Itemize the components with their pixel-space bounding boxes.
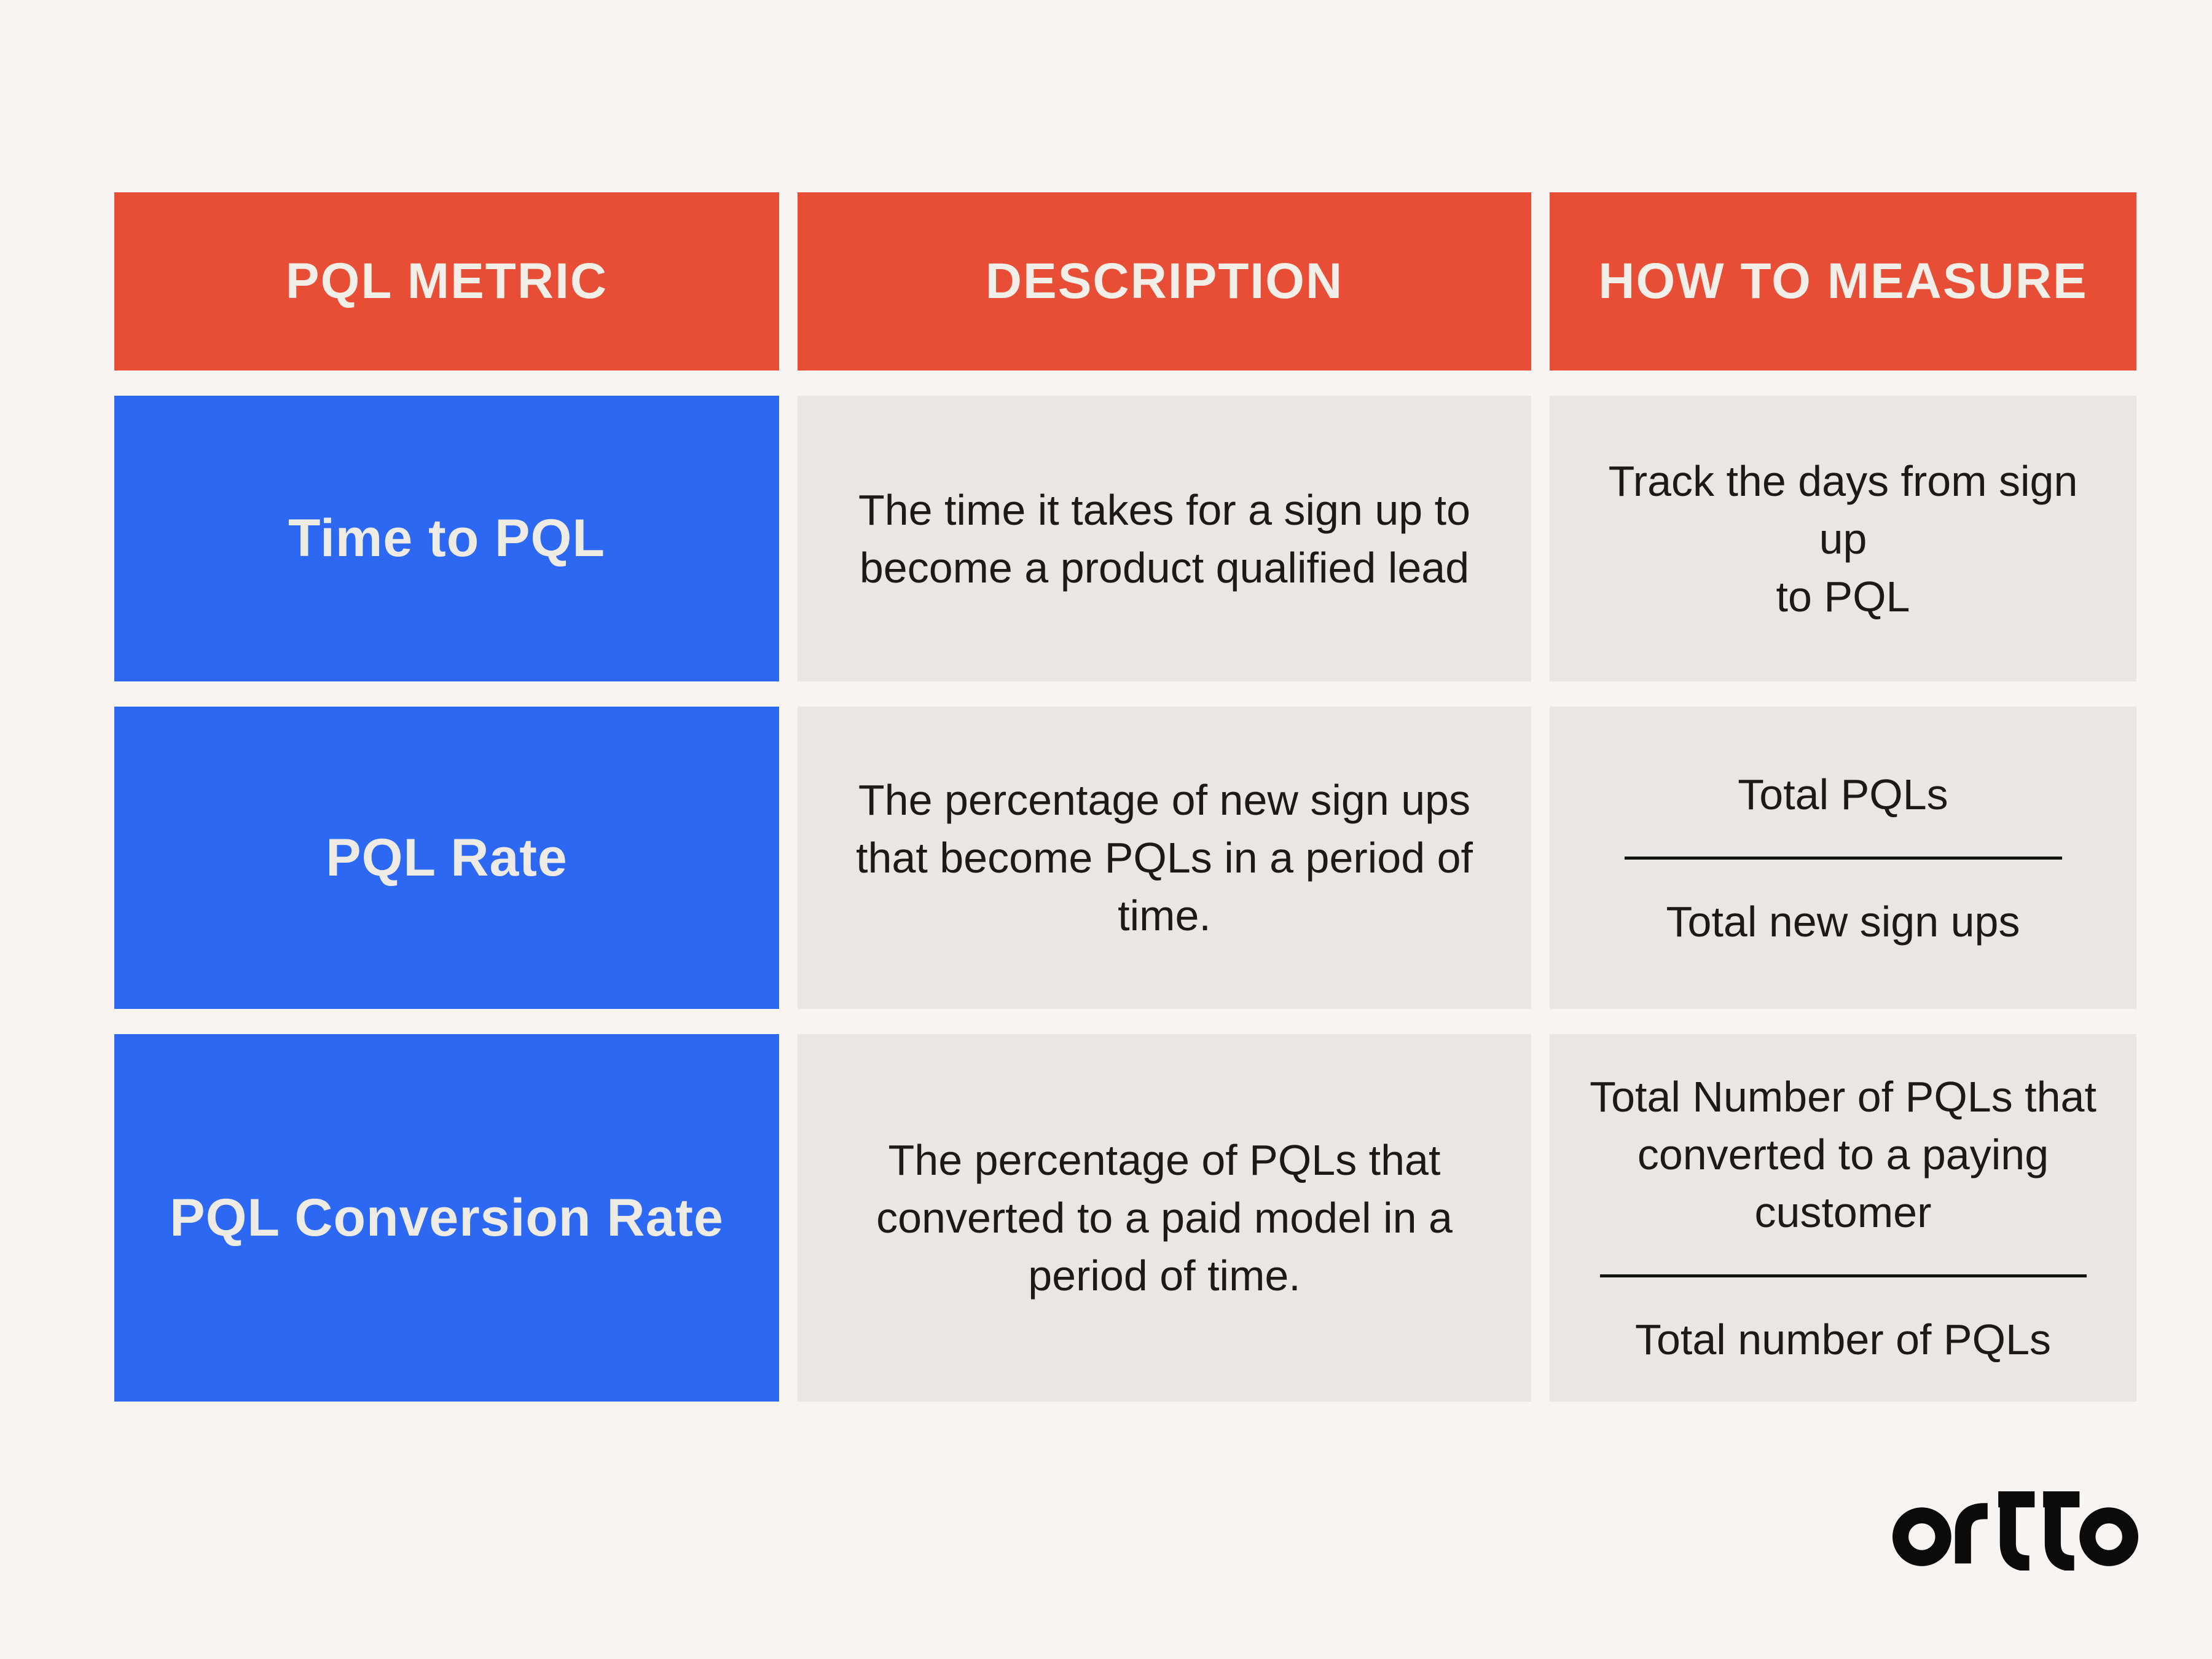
measure-cell-pql-rate: Total PQLs Total new sign ups xyxy=(1550,707,2136,1009)
measure-text: Track the days from sign up to PQL xyxy=(1608,457,2078,621)
metric-cell-pql-rate: PQL Rate xyxy=(114,707,779,1009)
ortto-logo-r xyxy=(1955,1503,1988,1564)
description-cell-pql-conversion-rate: The percentage of PQLs that converted to… xyxy=(798,1034,1531,1402)
metric-cell-time-to-pql: Time to PQL xyxy=(114,396,779,681)
metric-cell-pql-conversion-rate: PQL Conversion Rate xyxy=(114,1034,779,1402)
fraction-numerator: Total Number of PQLs that converted to a… xyxy=(1590,1072,2096,1236)
ortto-logo-o1 xyxy=(1892,1507,1951,1566)
measure-cell-pql-conversion-rate: Total Number of PQLs that converted to a… xyxy=(1550,1034,2136,1402)
description-cell-pql-rate: The percentage of new sign ups that beco… xyxy=(798,707,1531,1009)
description-text: The time it takes for a sign up to becom… xyxy=(858,485,1471,592)
header-how-to-measure: HOW TO MEASURE xyxy=(1550,192,2136,371)
description-cell-time-to-pql: The time it takes for a sign up to becom… xyxy=(798,396,1531,681)
description-text: The percentage of new sign ups that beco… xyxy=(856,776,1473,939)
fraction-numerator: Total PQLs xyxy=(1738,770,1948,818)
fraction-denominator: Total new sign ups xyxy=(1666,897,2020,946)
header-description-label: DESCRIPTION xyxy=(985,253,1344,309)
description-text: The percentage of PQLs that converted to… xyxy=(876,1136,1453,1300)
ortto-logo-o2 xyxy=(2079,1507,2138,1566)
header-pql-metric-label: PQL METRIC xyxy=(285,253,608,309)
metric-label: PQL Conversion Rate xyxy=(170,1188,724,1247)
header-description: DESCRIPTION xyxy=(798,192,1531,371)
fraction-denominator: Total number of PQLs xyxy=(1635,1315,2051,1363)
fraction-divider-line xyxy=(1599,1274,2087,1277)
ortto-logo-t2-stem xyxy=(2044,1499,2075,1571)
ortto-logo-t1-stem xyxy=(1999,1499,2030,1571)
metric-label: PQL Rate xyxy=(326,828,568,887)
pql-metrics-table: PQL METRIC DESCRIPTION HOW TO MEASURE Ti… xyxy=(114,192,2136,1402)
ortto-logo xyxy=(1892,1491,2138,1571)
metric-label: Time to PQL xyxy=(288,509,605,568)
fraction-divider-line xyxy=(1624,856,2062,860)
measure-cell-time-to-pql: Track the days from sign up to PQL xyxy=(1550,396,2136,681)
header-pql-metric: PQL METRIC xyxy=(114,192,779,371)
header-how-to-measure-label: HOW TO MEASURE xyxy=(1598,253,2088,309)
